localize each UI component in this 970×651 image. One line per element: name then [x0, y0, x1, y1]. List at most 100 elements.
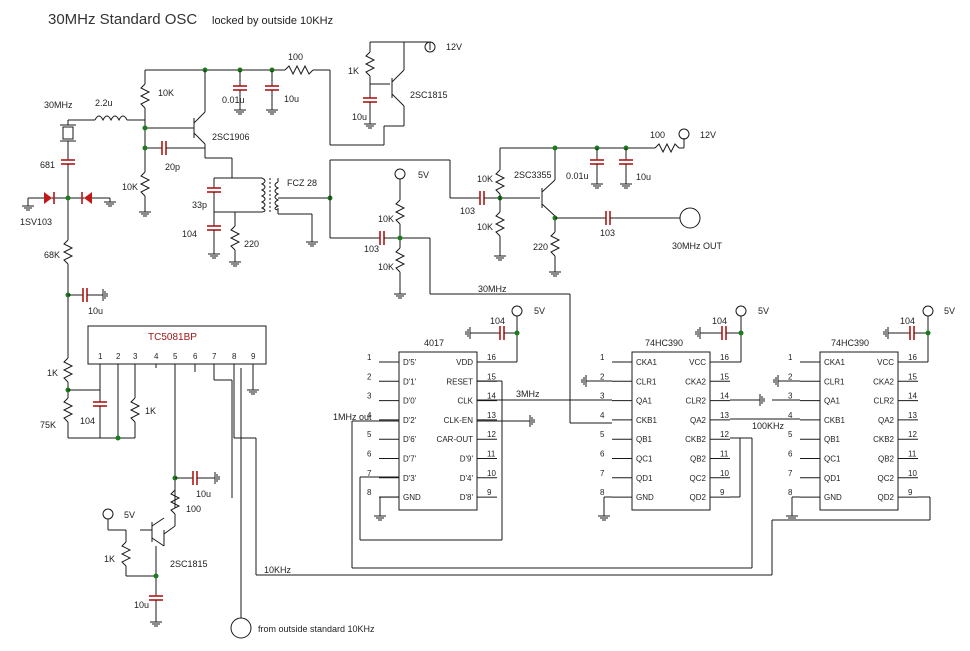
label-104-390b: 104 — [900, 316, 915, 326]
pin-number: 12 — [720, 430, 729, 439]
pin-number: 14 — [487, 392, 496, 401]
top-regulator-block: 12V 1K 10u 2SC1815 — [329, 41, 462, 146]
pin-label: CKA2 — [873, 377, 894, 386]
label-net-3mhz: 3MHz — [516, 389, 540, 399]
pin-number: 3 — [367, 392, 372, 401]
resistor-1k-tc — [129, 397, 141, 423]
pin-label: D'9' — [460, 455, 474, 464]
pin-number: 1 — [788, 353, 793, 362]
pin-number: 7 — [788, 469, 793, 478]
pin-label: QC1 — [824, 455, 841, 464]
pin-label: QD2 — [690, 493, 707, 502]
label-75k: 75K — [40, 420, 56, 430]
pin-number: 8 — [232, 352, 237, 361]
resistor-10k-lower — [394, 247, 406, 273]
pin-number: 7 — [212, 352, 217, 361]
label-68k: 68K — [44, 250, 60, 260]
pin-number: 2 — [367, 372, 372, 381]
pin-label: VCC — [877, 358, 894, 367]
resistor-10k-buffer-upper — [494, 169, 506, 195]
label-5v-390a: 5V — [758, 306, 769, 316]
pin-label: D'8' — [460, 493, 474, 502]
label-1sv103: 1SV103 — [20, 217, 52, 227]
pin-label: QB1 — [824, 435, 841, 444]
pin-label: QA2 — [690, 416, 707, 425]
label-220-emitter: 220 — [244, 239, 259, 249]
label-681: 681 — [40, 160, 55, 170]
resistor-100-top — [284, 64, 314, 76]
label-5v-4017: 5V — [534, 306, 545, 316]
varactor-diode-right — [84, 192, 92, 204]
pin-number: 13 — [487, 411, 496, 420]
label-103-output: 103 — [600, 228, 615, 238]
pin-number: 15 — [487, 372, 496, 381]
resistor-1k-input — [120, 541, 132, 567]
junction — [153, 573, 159, 579]
pin-number: 11 — [720, 450, 729, 459]
pin-label: CLR1 — [824, 377, 845, 386]
label-100-top: 100 — [288, 52, 303, 62]
label-2sc3355: 2SC3355 — [514, 170, 552, 180]
junction — [397, 235, 403, 241]
pin-number: 9 — [720, 488, 725, 497]
pin-number: 4 — [367, 411, 372, 420]
ic-74hc390-b-name: 74HC390 — [831, 338, 869, 348]
pin-number: 9 — [251, 352, 256, 361]
label-104-coil: 104 — [182, 229, 197, 239]
resistor-10k-base — [139, 171, 151, 197]
pin-label: CKA2 — [685, 377, 706, 386]
pin-number: 6 — [193, 352, 198, 361]
pin-number: 10 — [908, 469, 917, 478]
pin-number: 10 — [487, 469, 496, 478]
label-1k-filter: 1K — [47, 368, 58, 378]
label-5v-divider: 5V — [418, 170, 429, 180]
pin-number: 8 — [788, 488, 793, 497]
pin-number: 1 — [367, 353, 372, 362]
pin-number: 5 — [600, 430, 605, 439]
pin-label: RESET — [446, 377, 473, 386]
pin-number: 6 — [600, 450, 605, 459]
label-2sc1815-top: 2SC1815 — [410, 90, 448, 100]
label-10u-filter: 10u — [88, 306, 103, 316]
schematic-subtitle: locked by outside 10KHz — [212, 15, 333, 27]
crystal-30mhz — [62, 126, 74, 140]
ic-74hc390-a-pins: 1CKA12CLR13QA14CKB15QB16QC17QD18GND16VCC… — [600, 353, 730, 502]
resistor-75k — [62, 397, 74, 423]
pin-label: D'3' — [403, 474, 417, 483]
pin-number: 13 — [908, 411, 917, 420]
pin-number: 14 — [908, 392, 917, 401]
pin-number: 9 — [908, 488, 913, 497]
pin-number: 14 — [720, 392, 729, 401]
pin-label: CLR2 — [686, 397, 707, 406]
junction — [514, 330, 520, 336]
pin-label: CKB1 — [636, 416, 657, 425]
pin-label: VDD — [456, 358, 473, 367]
label-external-10khz: from outside standard 10KHz — [258, 624, 375, 634]
label-10u-input: 10u — [134, 600, 149, 610]
label-fcz28: FCZ 28 — [287, 178, 317, 188]
resistor-100-tc — [169, 489, 181, 515]
junction — [142, 145, 148, 151]
oscillator-stage: 2SC1906 20p 10K 2.2u 30MHz 681 — [20, 70, 250, 240]
pin-number: 11 — [487, 450, 496, 459]
label-10u-osc: 10u — [284, 94, 299, 104]
fcz28-coil: 33p 104 220 FCZ 28 — [182, 159, 480, 267]
pin-number: 6 — [367, 450, 372, 459]
pin-label: CKB2 — [685, 435, 706, 444]
divider-5v: 5V 10K 103 10K 30MHz — [364, 168, 612, 424]
pin-number: 5 — [788, 430, 793, 439]
label-10k-lower: 10K — [378, 262, 394, 272]
resistor-10k-upper — [394, 199, 406, 225]
pin-label: D'6' — [403, 435, 417, 444]
pin-number: 4 — [154, 352, 159, 361]
pin-label: CKA1 — [636, 358, 657, 367]
resistor-68k — [62, 239, 74, 265]
label-2sc1906: 2SC1906 — [212, 132, 250, 142]
ic-74hc390-b-pins: 1CKA12CLR13QA14CKB15QB16QC17QD18GND16VCC… — [788, 353, 918, 502]
resistor-1k-top — [364, 51, 376, 77]
ic-74hc390-a — [631, 351, 711, 511]
pin-label: QD1 — [636, 474, 653, 483]
